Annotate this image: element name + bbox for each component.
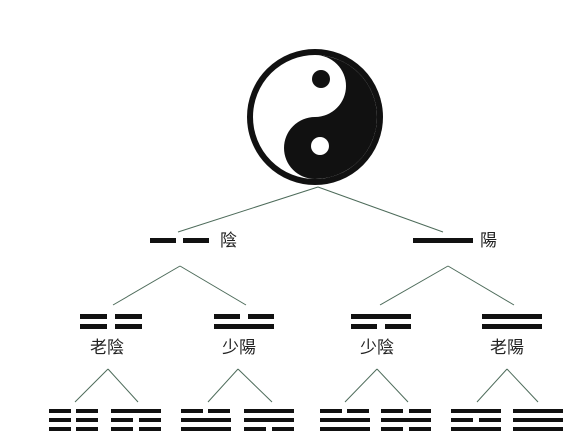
yin-line-symbol: [150, 238, 209, 243]
label-old-yang: 老陽: [490, 338, 524, 358]
yang-line-symbol: [413, 238, 473, 243]
young-yang-symbol: [214, 314, 274, 329]
trigram-row: [49, 409, 563, 431]
young-yin-symbol: [351, 314, 411, 329]
trigram-8: [513, 409, 563, 431]
trigram-5: [320, 409, 370, 431]
trigram-3: [181, 409, 231, 431]
trigram-1: [49, 409, 98, 431]
label-yin: 陰: [220, 231, 237, 251]
label-young-yin: 少陰: [360, 338, 394, 358]
label-yang: 陽: [480, 231, 497, 251]
trigram-2: [111, 409, 161, 431]
label-young-yang: 少陽: [222, 338, 256, 358]
old-yin-symbol: [80, 314, 142, 329]
trigram-7: [451, 409, 501, 431]
taiji-icon: [247, 49, 383, 185]
trigram-6: [381, 409, 431, 431]
branch-lines: [74, 186, 539, 403]
trigram-4: [244, 409, 294, 431]
old-yang-symbol: [482, 314, 542, 329]
label-old-yin: 老陰: [90, 338, 124, 358]
